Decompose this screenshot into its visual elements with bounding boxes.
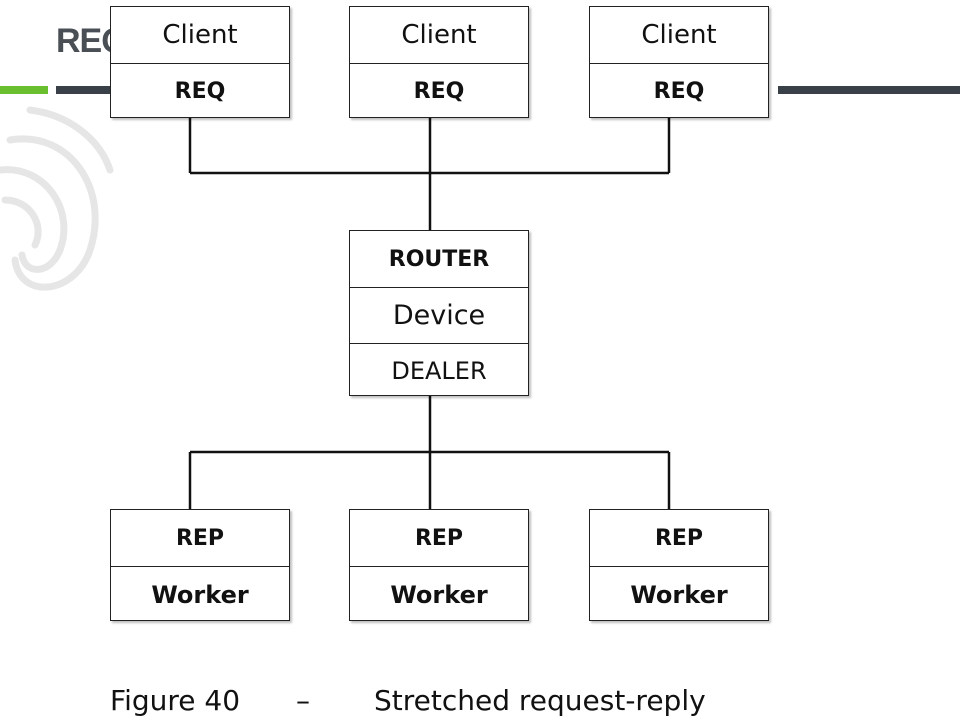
- device-label: Device: [350, 287, 528, 343]
- accent-bar-green: [0, 86, 48, 94]
- req-socket-label: REQ: [111, 63, 289, 119]
- accent-bar-dark-right: [778, 86, 960, 94]
- client-node-1: Client REQ: [110, 6, 290, 118]
- rep-socket-label: REP: [175, 525, 225, 551]
- swirl-watermark-icon: [0, 106, 114, 291]
- rep-socket-label: REP: [414, 525, 464, 551]
- worker-node-2: REP Worker: [349, 509, 529, 621]
- client-label: Client: [641, 20, 717, 50]
- client-node-3: Client REQ: [589, 6, 769, 118]
- client-node-2: Client REQ: [349, 6, 529, 118]
- req-socket-label: REQ: [350, 63, 528, 119]
- dealer-socket-label: DEALER: [350, 343, 528, 397]
- client-label: Client: [401, 20, 477, 50]
- req-socket-label: REQ: [590, 63, 768, 119]
- accent-bar-dark: [56, 86, 112, 94]
- worker-label: Worker: [111, 566, 289, 622]
- figure-number: Figure 40: [110, 684, 241, 717]
- router-socket-label: ROUTER: [388, 246, 490, 272]
- rep-socket-label: REP: [654, 525, 704, 551]
- worker-label: Worker: [590, 566, 768, 622]
- worker-node-1: REP Worker: [110, 509, 290, 621]
- device-node: ROUTER Device DEALER: [349, 230, 529, 396]
- caption-text: Stretched request-reply: [374, 684, 706, 717]
- worker-node-3: REP Worker: [589, 509, 769, 621]
- worker-label: Worker: [350, 566, 528, 622]
- caption-dash: –: [296, 684, 310, 717]
- figure-caption: Figure 40 – Stretched request-reply: [0, 680, 960, 720]
- client-label: Client: [162, 20, 238, 50]
